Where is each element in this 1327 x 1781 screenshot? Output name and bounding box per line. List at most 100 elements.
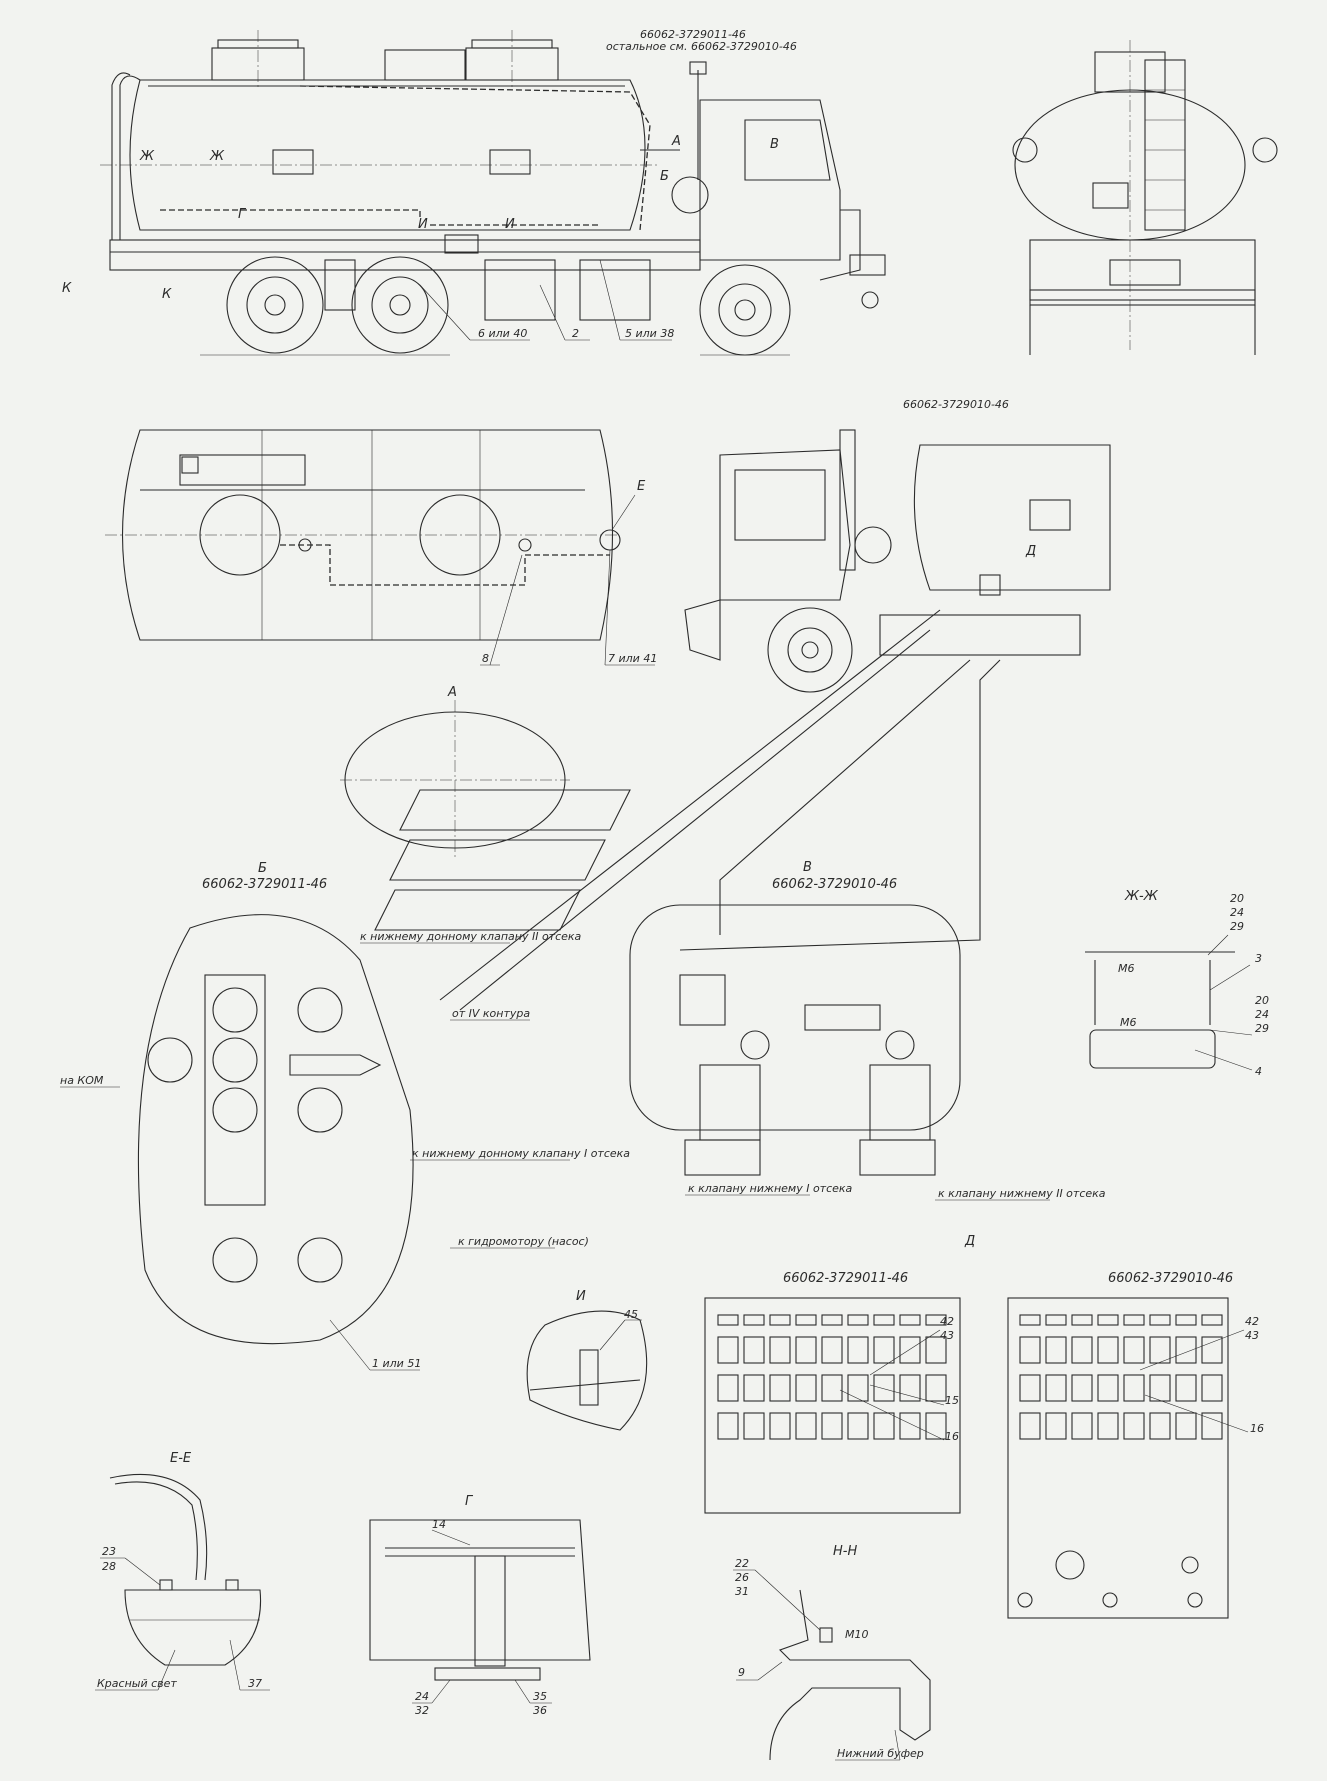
marker-b: Б bbox=[660, 169, 669, 184]
detail-b-title: Б bbox=[258, 861, 267, 876]
watermark-logo bbox=[374, 609, 1001, 1011]
h-c1: 22 bbox=[735, 1557, 749, 1570]
detail-v: В 66062-3729010-46 к клапану нижнему I о… bbox=[629, 860, 1106, 1201]
detail-v-subtitle: 66062-3729010-46 bbox=[772, 877, 897, 892]
section-h-title: Н-Н bbox=[833, 1544, 857, 1559]
cab-window bbox=[744, 119, 831, 181]
panel-switch bbox=[1071, 1374, 1093, 1402]
cab-2-wheel bbox=[767, 607, 853, 693]
e-e-lamp bbox=[124, 1589, 262, 1666]
panel-switch bbox=[769, 1314, 791, 1326]
valve-block bbox=[204, 974, 266, 1206]
panel-switch bbox=[899, 1412, 921, 1440]
section-e-title: Е-Е bbox=[170, 1451, 192, 1466]
panel-switch bbox=[1149, 1412, 1171, 1440]
panel-switch bbox=[1123, 1412, 1145, 1440]
panel-switch bbox=[1175, 1374, 1197, 1402]
detail-v-label-1: к клапану нижнему I отсека bbox=[688, 1182, 853, 1195]
panel-switch bbox=[847, 1412, 869, 1440]
callout-7-41: 7 или 41 bbox=[608, 652, 657, 665]
front-wheel bbox=[699, 264, 791, 356]
h-c5: 9 bbox=[738, 1666, 745, 1679]
control-panel-2 bbox=[1007, 1297, 1229, 1619]
tank-body bbox=[129, 79, 646, 231]
panel-switch bbox=[821, 1374, 843, 1402]
detail-a: А bbox=[340, 685, 570, 860]
detail-b-label-5: к гидромотору (насос) bbox=[458, 1235, 589, 1248]
marker-e: Е bbox=[637, 479, 646, 494]
e-e-cable bbox=[109, 1473, 208, 1581]
h-c4: М10 bbox=[845, 1628, 869, 1641]
detail-i: И 45 bbox=[526, 1289, 648, 1431]
panel-switch bbox=[1097, 1314, 1119, 1326]
panel-switch bbox=[1201, 1336, 1223, 1364]
detail-a-title: А bbox=[447, 685, 457, 700]
zh-n8: 4 bbox=[1255, 1065, 1262, 1078]
panel-switch bbox=[873, 1336, 895, 1364]
panel-switch bbox=[795, 1336, 817, 1364]
e-e-c1: 23 bbox=[102, 1545, 116, 1558]
callout-5-38: 5 или 38 bbox=[625, 327, 674, 340]
detail-b-label-3: на КОМ bbox=[60, 1074, 104, 1087]
panel-switch bbox=[743, 1374, 765, 1402]
panel-switch bbox=[847, 1336, 869, 1364]
section-zh-zh: Ж-Ж М6 М6 20 24 29 3 20 24 29 4 bbox=[1085, 889, 1269, 1078]
panel-switch bbox=[925, 1336, 947, 1364]
panel-switch bbox=[1071, 1314, 1093, 1326]
tank-plan bbox=[122, 429, 613, 641]
g-c2: 24 bbox=[415, 1690, 429, 1703]
panel-switch bbox=[1175, 1412, 1197, 1440]
zh-n3: 29 bbox=[1230, 920, 1244, 933]
panel-switch bbox=[1019, 1412, 1041, 1440]
plan-hatch-1 bbox=[199, 494, 281, 576]
g-c5: 36 bbox=[533, 1704, 547, 1717]
marker-i-2: И bbox=[505, 217, 515, 232]
panel-switch bbox=[1097, 1412, 1119, 1440]
marker-v: В bbox=[770, 137, 779, 152]
panel-switch bbox=[821, 1336, 843, 1364]
g-c3: 32 bbox=[415, 1704, 429, 1717]
rear-wheel-2 bbox=[351, 256, 449, 354]
panel-switch bbox=[743, 1314, 765, 1326]
panel-switch bbox=[1071, 1412, 1093, 1440]
panel-switch bbox=[1045, 1314, 1067, 1326]
panel-switch bbox=[873, 1412, 895, 1440]
top-note-2: остальное см. 66062-3729010-46 bbox=[606, 40, 797, 53]
e-e-label: Красный свет bbox=[97, 1677, 177, 1690]
h-label: Нижний буфер bbox=[837, 1747, 924, 1760]
section-h-h: Н-Н 22 26 31 М10 9 Нижний буфер bbox=[733, 1544, 931, 1761]
panel-1-title: 66062-3729011-46 bbox=[783, 1271, 908, 1286]
zh-m6-1: М6 bbox=[1118, 962, 1135, 975]
panel-switch bbox=[1149, 1314, 1171, 1326]
p1-c4: 16 bbox=[945, 1430, 959, 1443]
section-zh-title: Ж-Ж bbox=[1124, 889, 1159, 904]
marker-a: А bbox=[671, 134, 681, 149]
panel-switch bbox=[717, 1412, 739, 1440]
panel-switch bbox=[1097, 1336, 1119, 1364]
panel-2-title: 66062-3729010-46 bbox=[1108, 1271, 1233, 1286]
h-c2: 26 bbox=[735, 1571, 749, 1584]
zh-m6-2: М6 bbox=[1120, 1016, 1137, 1029]
h-c3: 31 bbox=[735, 1585, 749, 1598]
p1-c3: 15 bbox=[945, 1394, 959, 1407]
plan-grating bbox=[179, 454, 306, 486]
zh-n2: 24 bbox=[1230, 906, 1244, 919]
marker-k-1: К bbox=[62, 281, 72, 296]
panel-switch bbox=[795, 1412, 817, 1440]
panel-switch bbox=[1045, 1412, 1067, 1440]
g-c1: 14 bbox=[432, 1518, 446, 1531]
control-panel-1 bbox=[704, 1297, 961, 1514]
p2-c3: 16 bbox=[1250, 1422, 1264, 1435]
panel-switch bbox=[743, 1412, 765, 1440]
bumper-profile bbox=[769, 1589, 931, 1761]
rear-view bbox=[1012, 40, 1278, 355]
chassis-frame bbox=[109, 239, 701, 271]
detail-b: Б 66062-3729011-46 к нижнему донному кла… bbox=[60, 861, 630, 1371]
plan-note: 66062-3729010-46 bbox=[903, 398, 1009, 411]
detail-d: Д 66062-3729011-46 66062-3729010-46 42 4… bbox=[704, 1234, 1264, 1619]
panel-2-switches bbox=[1019, 1314, 1223, 1440]
panel-switch bbox=[821, 1314, 843, 1326]
detail-b-label-1: к нижнему донному клапану II отсека bbox=[360, 930, 582, 943]
p1-c1: 42 bbox=[940, 1315, 954, 1328]
